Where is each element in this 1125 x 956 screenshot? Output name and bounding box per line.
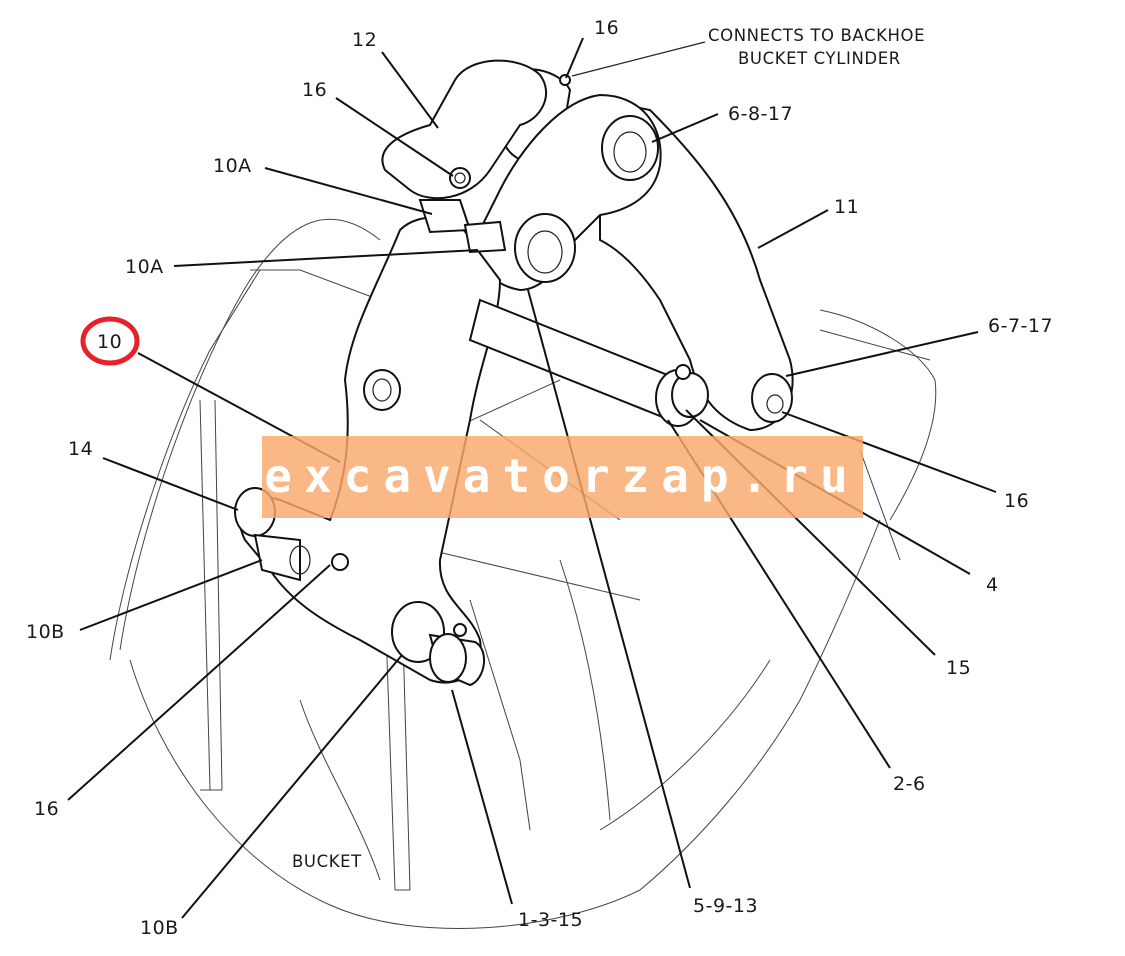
- boss-6-8-17: [601, 115, 659, 181]
- link-assembly: [234, 59, 794, 687]
- watermark: excavatorzap.ru: [262, 436, 863, 518]
- lock-bolt-1-3-15: [453, 623, 467, 637]
- note-bucket: BUCKET: [292, 852, 362, 871]
- pin-end-4: [671, 372, 709, 418]
- watermark-text: excavatorzap.ru: [264, 449, 859, 503]
- pin-collar-1-3-15: [429, 633, 467, 683]
- plate-10A-lower: [463, 220, 507, 254]
- leader-6-7-17: [785, 331, 979, 377]
- note-connects-line2: BUCKET CYLINDER: [738, 49, 901, 68]
- label-16-right: 16: [1004, 490, 1029, 512]
- label-4: 4: [986, 574, 999, 596]
- side-link-boss: [363, 369, 401, 411]
- label-15: 15: [946, 657, 971, 679]
- leader-16-top: [565, 37, 584, 79]
- notes: CONNECTS TO BACKHOE BUCKET CYLINDER BUCK…: [292, 26, 925, 871]
- callout-labels: 16 12 16 10A 6-8-17 11 10A 10 6-7-17 14 …: [26, 17, 1053, 939]
- leader-16-left: [67, 564, 331, 801]
- boss-5-9-13: [514, 213, 576, 283]
- bore-6-7-17: [766, 394, 784, 414]
- label-10A-upper: 10A: [213, 155, 252, 177]
- grease-fitting-top: [559, 74, 571, 86]
- bore-5-9-13: [527, 230, 563, 274]
- label-16-left: 16: [34, 798, 59, 820]
- leader-10A-lower: [173, 249, 479, 267]
- note-connects-line1: CONNECTS TO BACKHOE: [708, 26, 925, 45]
- label-5-9-13: 5-9-13: [693, 895, 758, 917]
- leader-16-upper: [335, 97, 454, 177]
- leader-5-9-13: [527, 289, 691, 889]
- label-6-7-17: 6-7-17: [988, 315, 1053, 337]
- leader-10B-bottom: [181, 654, 403, 919]
- block-10B-left: [253, 533, 301, 582]
- label-2-6: 2-6: [893, 773, 926, 795]
- leader-6-8-17: [651, 113, 719, 143]
- leader-10B-left: [79, 559, 263, 631]
- grease-fitting-left: [331, 553, 349, 571]
- leader-12: [381, 51, 439, 129]
- label-10B-bottom: 10B: [140, 917, 179, 939]
- leader-11: [757, 209, 829, 249]
- label-11: 11: [834, 196, 859, 218]
- label-1-3-15: 1-3-15: [518, 909, 583, 931]
- plate-10A-upper: [418, 199, 472, 234]
- leader-14: [102, 457, 239, 511]
- boss-6-7-17: [751, 373, 793, 423]
- label-10B-left: 10B: [26, 621, 65, 643]
- leader-16-right: [781, 411, 997, 493]
- label-10A-lower: 10A: [125, 256, 164, 278]
- label-16-upper: 16: [302, 79, 327, 101]
- upper-bracket: [381, 59, 547, 200]
- lock-bolt-2-6: [675, 364, 691, 380]
- watermark-band: [262, 436, 863, 518]
- leader-1-3-15: [451, 689, 513, 905]
- grease-fitting-upper: [449, 167, 471, 189]
- label-12: 12: [352, 29, 377, 51]
- callout-10-highlight-ring: [80, 316, 140, 366]
- label-10: 10: [97, 331, 122, 353]
- bore-6-8-17: [613, 131, 647, 173]
- side-link-bore: [372, 378, 392, 402]
- leader-connects: [571, 41, 706, 77]
- leader-10A-upper: [264, 167, 433, 215]
- cross-pin: [468, 298, 682, 422]
- label-6-8-17: 6-8-17: [728, 103, 793, 125]
- label-16-top: 16: [594, 17, 619, 39]
- label-14: 14: [68, 438, 93, 460]
